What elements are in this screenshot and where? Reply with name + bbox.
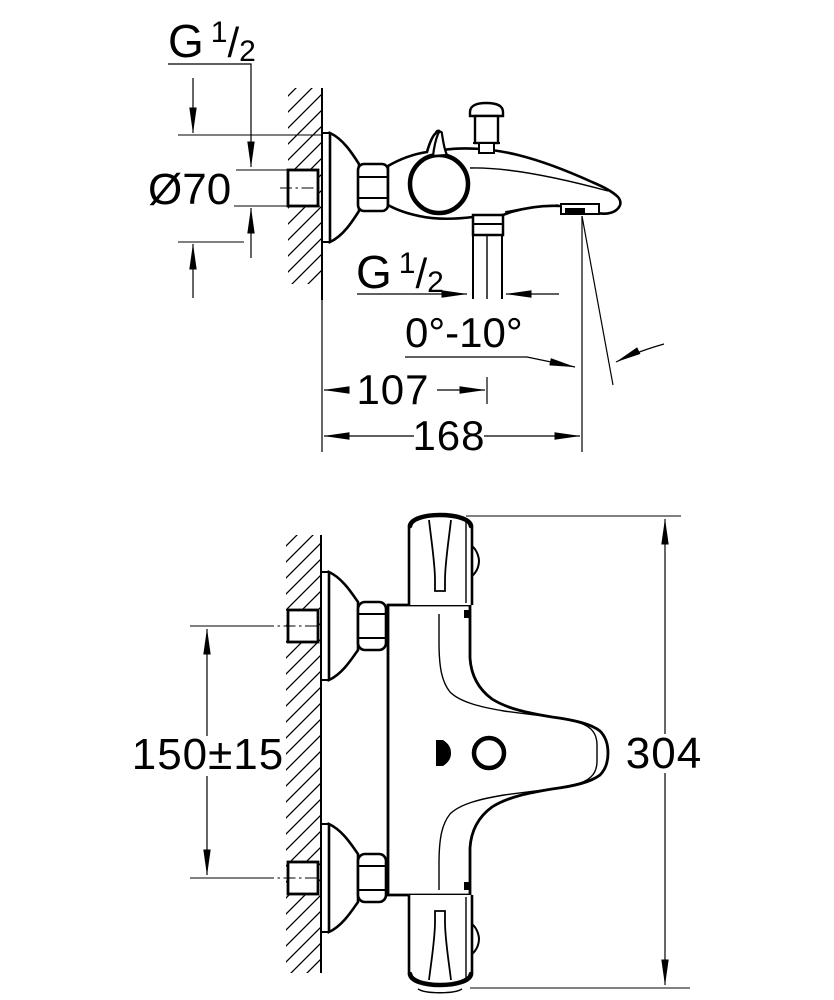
union-nut-bottom <box>356 852 388 904</box>
temperature-knob-rim <box>407 512 474 529</box>
dim-total-height: 304 <box>626 729 702 778</box>
union-nut-top <box>356 600 388 652</box>
spout-bottom-contour <box>504 204 559 213</box>
spout-angle-label: 0°-10° <box>405 309 523 356</box>
front-view: 150±15 304 <box>132 512 702 994</box>
diverter-stem-upper <box>473 114 500 145</box>
outlet-nozzle <box>565 208 585 215</box>
volume-knob-rim <box>407 971 474 988</box>
spout-angle-leader <box>405 356 576 368</box>
outlet-tilted-line <box>581 215 614 386</box>
volume-knob-grip <box>428 910 452 981</box>
temperature-knob-bump <box>471 545 481 577</box>
brand-mark <box>436 740 451 766</box>
fitting-edge-extensions <box>234 169 320 207</box>
diameter-extension-lines <box>178 134 322 243</box>
escutcheon-cone-bottom <box>327 821 360 935</box>
hose-pipe-edges <box>472 235 503 299</box>
safety-stop-lever <box>431 130 449 158</box>
wall-hatching <box>286 535 321 973</box>
dim-connection-spacing: 150±15 <box>132 730 285 779</box>
union-nut-bands <box>358 176 388 199</box>
housing-notch-bottom <box>464 882 471 890</box>
spacing-extension-lines <box>190 625 262 879</box>
temperature-knob-grip <box>428 519 452 592</box>
dim-wall-to-outlet: 168 <box>412 412 485 459</box>
escutcheon-cone <box>328 130 361 245</box>
diverter-stem-lower <box>478 142 495 154</box>
volume-knob-under-ellipse <box>417 988 463 994</box>
escutcheon-cone-top <box>327 569 360 683</box>
fitting-centerlines <box>262 625 321 879</box>
diverter-button-front <box>471 735 507 771</box>
union-nut-top-bands <box>358 613 386 639</box>
union-nut <box>356 162 390 213</box>
volume-knob <box>407 895 474 987</box>
escutcheon-diameter-label: Ø70 <box>148 165 231 214</box>
diverter-cap <box>468 101 505 118</box>
height-extension-lines <box>466 515 690 989</box>
spout-angle-arrow <box>615 343 665 363</box>
volume-knob-bump <box>471 923 481 955</box>
dim-wall-to-hose: 107 <box>356 366 429 413</box>
union-nut-bottom-bands <box>358 865 386 891</box>
spout-top-contour <box>469 167 609 192</box>
housing-inner-contour <box>438 614 598 890</box>
thermostat-handle-side <box>407 152 471 216</box>
housing-notch-top <box>464 610 471 618</box>
wall-thread-leader <box>168 63 255 168</box>
